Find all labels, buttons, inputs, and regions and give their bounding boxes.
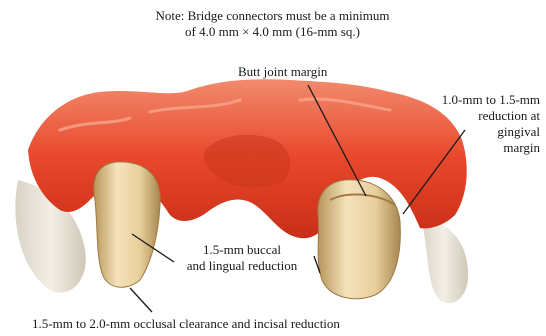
occlusal-leader [130, 288, 152, 312]
occlusal-clearance-label: 1.5-mm to 2.0-mm occlusal clearance and … [32, 316, 340, 332]
gingival-line4: margin [380, 140, 540, 156]
note-line2: of 4.0 mm × 4.0 mm (16-mm sq.) [110, 24, 435, 40]
right-abutment-tooth [318, 180, 400, 299]
gingival-line1: 1.0-mm to 1.5-mm [380, 92, 540, 108]
note-line1: Note: Bridge connectors must be a minimu… [110, 8, 435, 24]
buccal-reduction-label: 1.5-mm buccal and lingual reduction [158, 242, 326, 274]
note-text: Note: Bridge connectors must be a minimu… [110, 8, 435, 40]
buccal-line2: and lingual reduction [158, 258, 326, 274]
gingival-line2: reduction at [380, 108, 540, 124]
gingival-reduction-label: 1.0-mm to 1.5-mm reduction at gingival m… [380, 92, 540, 156]
gingival-line3: gingival [380, 124, 540, 140]
buccal-line1: 1.5-mm buccal [158, 242, 326, 258]
left-abutment-tooth [94, 162, 160, 287]
butt-joint-label: Butt joint margin [238, 64, 327, 80]
